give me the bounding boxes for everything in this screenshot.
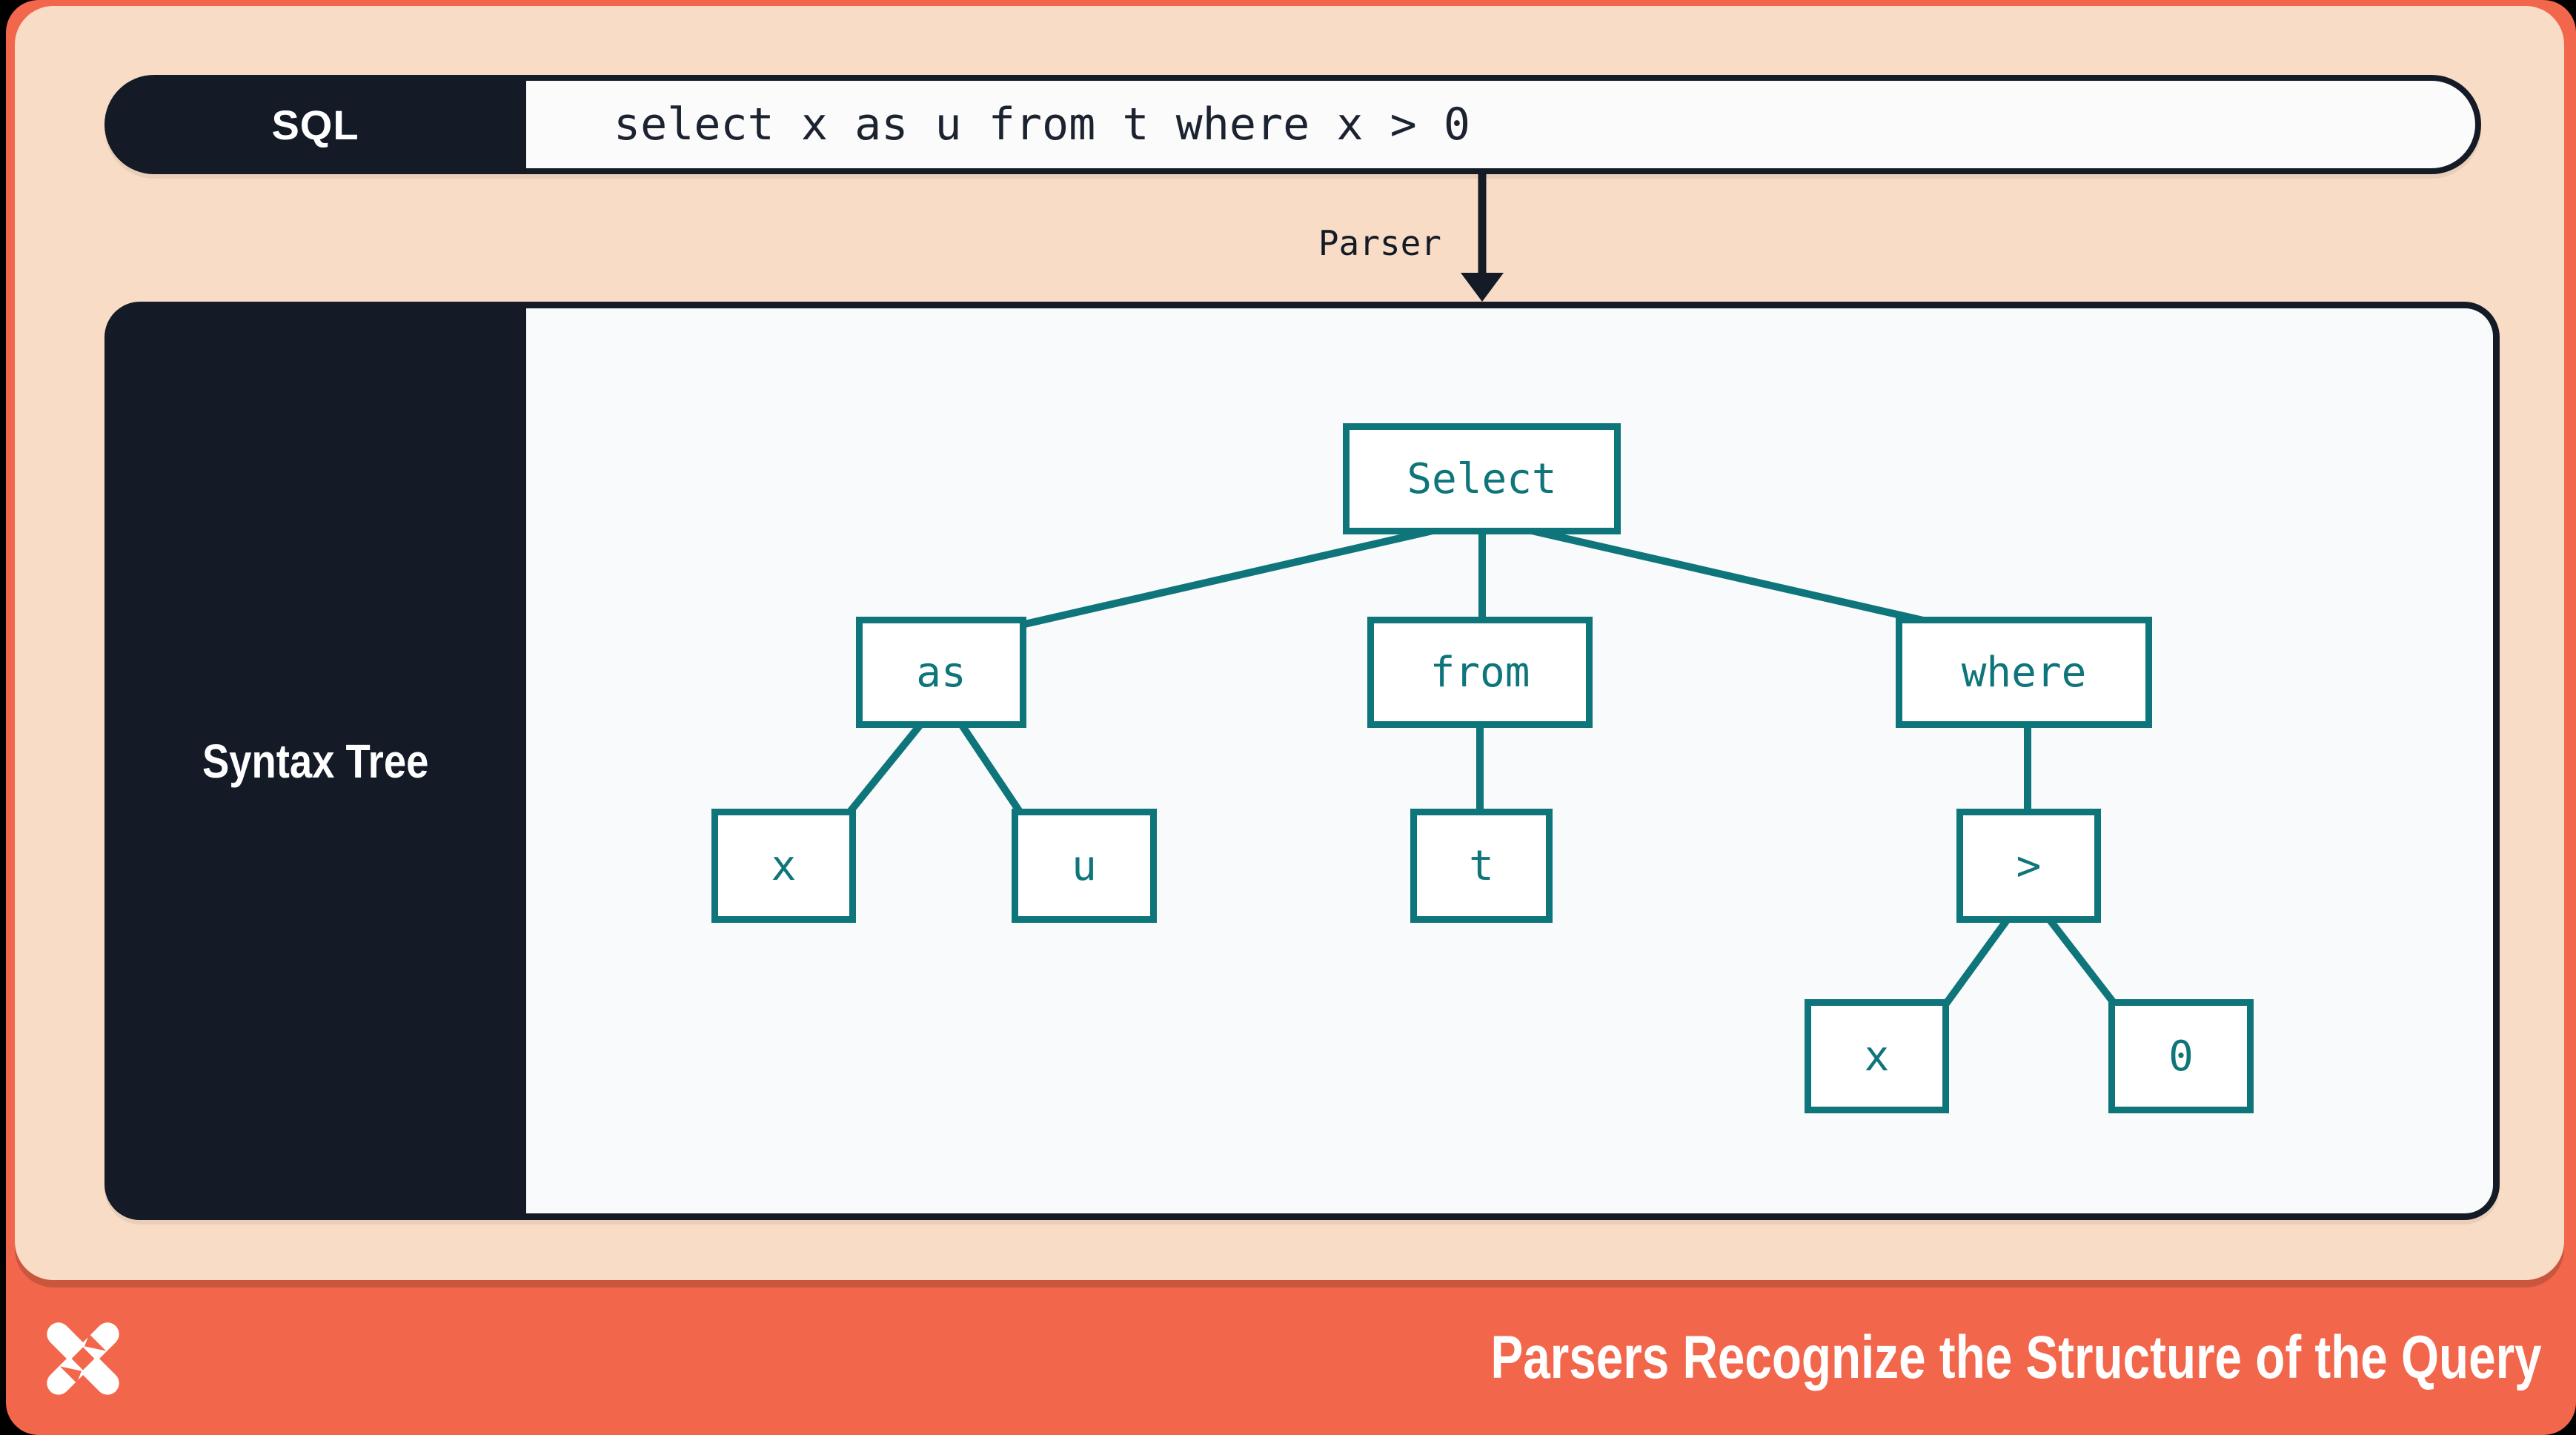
- tree-node-zero: 0: [2108, 999, 2254, 1113]
- tree-node-gt: >: [1956, 809, 2101, 923]
- syntax-tree-label: Syntax Tree: [104, 302, 526, 1220]
- tree-node-x-alias: x: [711, 809, 856, 923]
- tree-node-from: from: [1367, 617, 1593, 728]
- sql-label: SQL: [271, 101, 359, 148]
- tree-area: Select as from where x u t > x 0: [526, 308, 2493, 1213]
- footer-caption: Parsers Recognize the Structure of the Q…: [1490, 1323, 2542, 1391]
- sql-bar: SQL select x as u from t where x > 0: [104, 75, 2481, 174]
- brand-logo-icon: [47, 1322, 119, 1395]
- tree-node-as: as: [856, 617, 1026, 728]
- tree-node-x-cond: x: [1805, 999, 1949, 1113]
- sql-code-text: select x as u from t where x > 0: [614, 99, 1470, 150]
- tree-node-select: Select: [1343, 423, 1621, 534]
- tree-node-u: u: [1012, 809, 1157, 923]
- syntax-tree-label-text: Syntax Tree: [202, 734, 429, 788]
- footer-bar: Parsers Recognize the Structure of the Q…: [6, 1280, 2576, 1435]
- down-arrow-icon: [1461, 174, 1504, 302]
- sql-code-box: select x as u from t where x > 0: [526, 81, 2475, 168]
- syntax-tree-panel: Syntax Tree Select as from where x u t >…: [104, 302, 2500, 1220]
- tree-node-t: t: [1410, 809, 1553, 923]
- tree-node-where: where: [1896, 617, 2152, 728]
- parser-label: Parser: [1318, 223, 1441, 263]
